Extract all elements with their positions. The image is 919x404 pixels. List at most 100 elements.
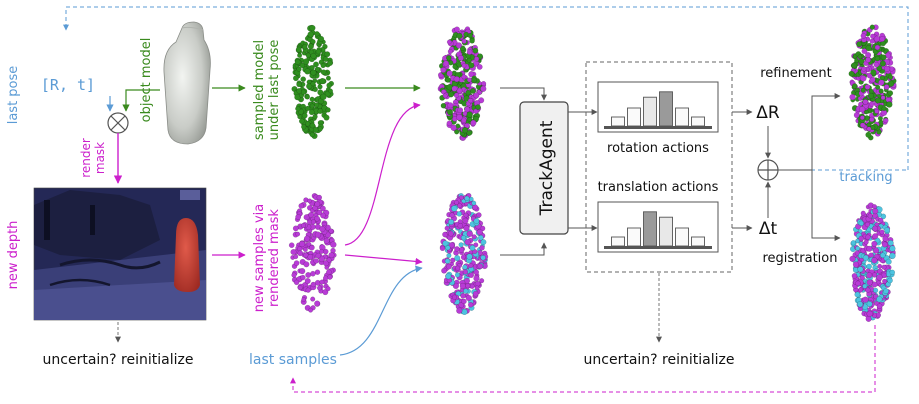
point	[463, 212, 469, 218]
point	[867, 213, 873, 219]
point	[292, 75, 299, 82]
point	[453, 92, 460, 99]
sampled-model-point-cloud	[291, 24, 334, 140]
plus-node	[757, 159, 779, 181]
object-model-label: object model	[139, 38, 154, 123]
point	[309, 122, 316, 129]
point	[474, 280, 481, 287]
point	[461, 308, 468, 316]
point	[462, 264, 468, 270]
point	[309, 24, 316, 32]
point	[466, 49, 473, 55]
rotation-actions-label: rotation actions	[607, 141, 709, 156]
point	[475, 104, 481, 110]
point	[316, 209, 323, 216]
point	[480, 255, 486, 261]
point	[463, 225, 470, 232]
point	[878, 79, 885, 86]
point	[455, 265, 461, 271]
point	[322, 56, 329, 63]
point	[869, 116, 875, 123]
point	[292, 225, 299, 232]
point	[302, 44, 308, 50]
histogram-bar	[643, 96, 657, 127]
point	[307, 31, 314, 38]
point	[313, 61, 319, 68]
point	[864, 84, 871, 90]
histogram-bar	[691, 116, 705, 127]
point	[865, 315, 872, 322]
point	[310, 52, 317, 59]
point	[459, 282, 466, 290]
point	[290, 248, 297, 255]
point	[882, 278, 888, 284]
point	[878, 88, 884, 94]
point	[864, 221, 871, 228]
overlay-bottom-to-agent	[500, 242, 547, 256]
point	[319, 77, 326, 85]
multiply-node	[107, 112, 129, 134]
point	[449, 212, 455, 218]
point	[304, 68, 311, 75]
last-samples-to-overlay-curve	[339, 265, 423, 356]
point	[473, 92, 480, 99]
last-pose-label: last pose	[6, 66, 21, 125]
point	[319, 226, 326, 233]
point	[476, 212, 482, 218]
point	[473, 242, 479, 248]
point	[856, 301, 864, 308]
point	[305, 105, 311, 112]
point	[454, 272, 461, 278]
point	[328, 228, 334, 234]
point	[857, 54, 863, 60]
point	[862, 283, 868, 289]
point	[468, 196, 474, 202]
point	[866, 126, 872, 132]
point	[480, 239, 487, 246]
point	[298, 203, 305, 209]
point	[447, 230, 454, 237]
plus-to-registration-arrow	[811, 170, 841, 241]
point	[304, 94, 310, 100]
point	[314, 300, 321, 307]
histogram-bar	[675, 107, 689, 127]
point	[461, 117, 467, 123]
histogram-baseline	[604, 246, 712, 249]
point	[849, 255, 856, 262]
point	[461, 298, 467, 305]
point	[866, 72, 873, 79]
point	[866, 272, 873, 279]
point	[884, 227, 890, 233]
point	[876, 303, 883, 310]
point	[880, 54, 887, 61]
plus-to-refinement-arrow	[778, 93, 841, 171]
point	[305, 52, 311, 58]
point	[315, 252, 322, 259]
point	[877, 263, 883, 269]
new-samples-point-cloud	[288, 192, 337, 313]
point	[856, 41, 863, 48]
point	[887, 90, 894, 96]
point	[479, 245, 485, 251]
point	[300, 76, 307, 82]
point	[453, 75, 460, 83]
point	[309, 64, 315, 71]
point	[457, 222, 463, 229]
point	[315, 48, 322, 55]
point	[310, 219, 316, 225]
new-samples-to-overlay-bottom-arrow	[344, 254, 423, 265]
point	[440, 102, 447, 109]
point	[456, 211, 462, 217]
point	[302, 247, 308, 253]
point	[865, 57, 871, 63]
point	[872, 287, 879, 294]
actions-dashed-container	[585, 61, 733, 273]
point	[881, 264, 887, 270]
point	[318, 35, 325, 42]
point	[464, 195, 470, 202]
point	[862, 99, 869, 105]
point	[314, 231, 322, 238]
point	[473, 218, 480, 224]
point	[299, 62, 306, 69]
